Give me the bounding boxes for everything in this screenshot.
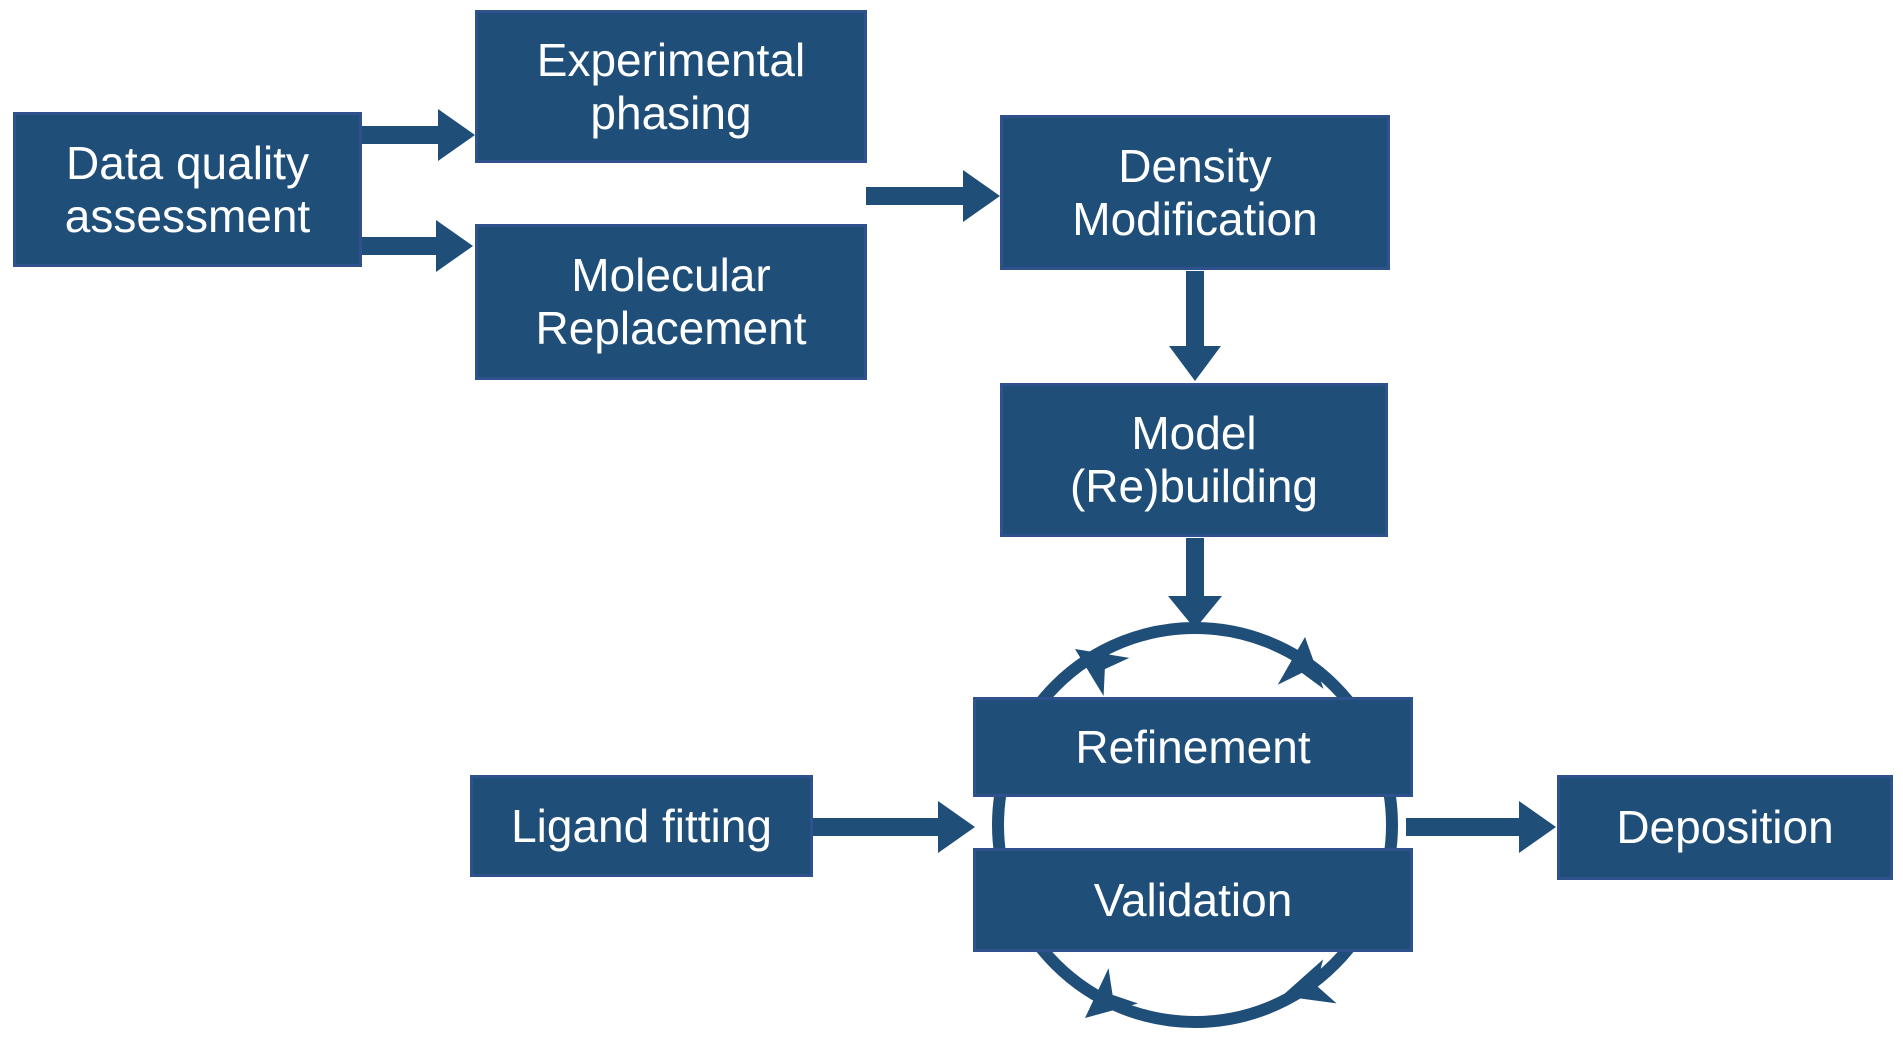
node-label-line: Deposition [1616, 801, 1834, 853]
node-label-line: Experimental [536, 33, 806, 86]
node-refinement: Refinement [973, 697, 1413, 797]
node-label-line: Ligand fitting [511, 799, 772, 852]
node-label-line: phasing [590, 86, 752, 139]
arrow-dqa-to-experimental-phasing [362, 109, 475, 161]
node-label-line: Refinement [1075, 720, 1311, 773]
arrow-dqa-to-molecular-replacement [362, 220, 473, 272]
node-label-line: Data quality [66, 136, 309, 189]
refinement-validation-cycle-circle [992, 622, 1398, 1028]
arrow-density-modification-to-model-rebuilding [1169, 271, 1221, 381]
arrow-model-rebuilding-to-cycle [1168, 538, 1222, 629]
node-ligand-fitting: Ligand fitting [470, 775, 813, 877]
node-molecular-replacement: Molecular Replacement [475, 224, 867, 380]
node-experimental-phasing: Experimental phasing [475, 10, 867, 163]
cycle-arrowhead-top-left [1075, 649, 1130, 697]
node-model-rebuilding: Model (Re)building [1000, 383, 1388, 537]
arrow-cycle-to-deposition [1406, 801, 1556, 853]
node-label-line: Validation [1093, 873, 1293, 926]
cycle-arrowhead-bottom-left [1085, 968, 1139, 1018]
arrow-ligand-fitting-to-cycle [813, 801, 975, 853]
node-label-line: Molecular [571, 249, 771, 301]
node-label-line: Modification [1072, 192, 1318, 245]
node-label-line: Replacement [535, 302, 807, 354]
cycle-arrowhead-bottom-right [1282, 959, 1337, 1004]
node-label-line: Density [1118, 139, 1272, 192]
node-data-quality-assessment: Data quality assessment [13, 112, 362, 267]
node-label-line: assessment [64, 189, 311, 242]
node-label-line: (Re)building [1069, 460, 1318, 512]
node-label-line: Model [1131, 407, 1257, 459]
node-deposition: Deposition [1557, 775, 1893, 880]
node-density-modification: Density Modification [1000, 115, 1390, 270]
arrow-phasing-to-density-modification [866, 170, 1000, 222]
cycle-arrowhead-top-right [1277, 637, 1324, 689]
node-validation: Validation [973, 848, 1413, 952]
